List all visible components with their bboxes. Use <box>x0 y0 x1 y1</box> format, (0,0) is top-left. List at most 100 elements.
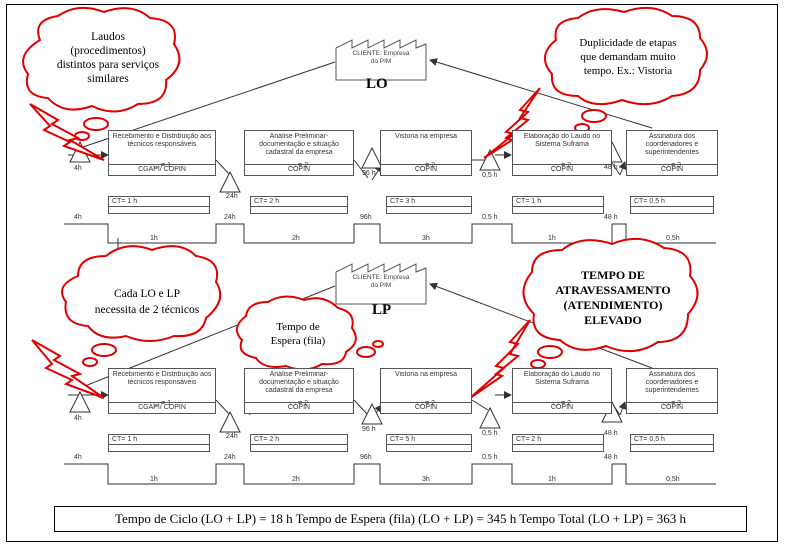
cycle-time-box: CT= 2 h <box>250 434 348 452</box>
inventory-time: 96 h <box>362 426 376 433</box>
operator-count: ◡ = 1 <box>153 162 171 169</box>
operator-icon: ◡ <box>290 400 297 407</box>
process-owner: COPIN <box>381 164 471 175</box>
inventory-time: 0,5 h <box>482 430 498 437</box>
inventory-time: 0,5 h <box>482 172 498 179</box>
cycle-time-box: CT= 1 h <box>108 434 210 452</box>
process-owner: COPIN <box>245 402 353 413</box>
inventory-triangle <box>219 410 241 433</box>
stream-label-lo: LO <box>366 76 388 92</box>
process-box: Vistoria na empresa ◡ = 2 COPIN <box>380 130 472 176</box>
operator-count: ◡ = 2 <box>417 400 435 407</box>
timeline-wait: 4h <box>74 454 82 461</box>
cycle-time-box: CT= 1 h <box>108 196 210 214</box>
lightning-icon <box>29 103 105 161</box>
operator-count: ◡ = 2 <box>553 400 571 407</box>
timeline-process: 3h <box>422 235 430 242</box>
cycle-time-box: CT= 2 h <box>512 434 604 452</box>
process-box: Assinatura dos coordenadores e superinte… <box>626 368 718 414</box>
inventory-time: 48 h <box>604 430 618 437</box>
operator-count: ◡ = 3 <box>663 400 681 407</box>
operator-icon: ◡ <box>417 400 424 407</box>
process-owner: COPIN <box>627 164 717 175</box>
inventory-triangle <box>69 390 91 413</box>
inventory-time: 96 h <box>362 170 376 177</box>
timeline-wait: 96h <box>360 454 372 461</box>
operator-count: ◡ = 2 <box>290 162 308 169</box>
cycle-time-box: CT= 0,5 h <box>630 196 714 214</box>
inventory-triangle <box>361 402 383 425</box>
operator-icon: ◡ <box>153 400 160 407</box>
process-owner: COPIN <box>627 402 717 413</box>
process-title: Recebimento e Distribuição aos técnicos … <box>112 133 212 148</box>
inventory-time: 4h <box>74 415 82 422</box>
lightning-icon <box>483 87 541 159</box>
timeline-wait: 48 h <box>604 214 618 221</box>
operator-count: ◡ = 2 <box>417 162 435 169</box>
customer-arrow-top <box>429 58 653 129</box>
inventory-triangle <box>361 146 383 169</box>
diagram-frame <box>6 4 778 542</box>
operator-icon: ◡ <box>663 162 670 169</box>
process-box: Elaboração do Laudo no Sistema Suframa ◡… <box>512 130 612 176</box>
customer-factory-icon-bottom <box>335 263 427 305</box>
process-box: Análise Preliminar- documentação e situa… <box>244 130 354 176</box>
timeline-wait: 24h <box>224 454 236 461</box>
process-title: Assinatura dos coordenadores e superinte… <box>645 371 699 394</box>
process-title: Assinatura dos coordenadores e superinte… <box>645 133 699 156</box>
process-owner: CGAPI/ COPIN <box>109 164 215 175</box>
timeline-top <box>64 223 716 244</box>
timeline-bottom <box>64 463 716 485</box>
timeline-process: 1h <box>150 235 158 242</box>
process-owner: COPIN <box>245 164 353 175</box>
customer-factory-icon-top <box>335 39 427 81</box>
inventory-triangle <box>479 406 501 429</box>
timeline-wait: 24h <box>224 214 236 221</box>
timeline-wait: 96h <box>360 214 372 221</box>
process-box: Recebimento e Distribuição aos técnicos … <box>108 130 216 176</box>
inventory-triangle <box>219 170 241 193</box>
process-title: Recebimento e Distribuição aos técnicos … <box>112 371 212 386</box>
inventory-time: 48 h <box>604 164 618 171</box>
cycle-time-box: CT= 0,5 h <box>630 434 714 452</box>
timeline-wait: 4h <box>74 214 82 221</box>
process-owner: COPIN <box>513 164 611 175</box>
process-owner: CGAPI/ COPIN <box>109 402 215 413</box>
operator-icon: ◡ <box>290 162 297 169</box>
cloud-shapes <box>22 6 708 371</box>
operator-count: ◡ = 3 <box>663 162 681 169</box>
process-box: Análise Preliminar- documentação e situa… <box>244 368 354 414</box>
cloud-atraves <box>522 237 699 353</box>
process-owner: COPIN <box>381 402 471 413</box>
process-title: Análise Preliminar- documentação e situa… <box>259 133 339 156</box>
cycle-time-box: CT= 1 h <box>512 196 604 214</box>
cycle-time-box: CT= 5 h <box>386 434 472 452</box>
process-title: Análise Preliminar- documentação e situa… <box>259 371 339 394</box>
timeline-process: 0,5h <box>666 476 680 483</box>
process-box: Assinatura dos coordenadores e superinte… <box>626 130 718 176</box>
cloud-text-laudos: Laudos(procedimentos)distintos para serv… <box>56 31 160 85</box>
process-owner: COPIN <box>513 402 611 413</box>
stream-label-lp: LP <box>372 302 392 318</box>
timeline-process: 1h <box>548 476 556 483</box>
operator-count: ◡ = 2 <box>290 400 308 407</box>
inventory-time: 24h <box>226 433 238 440</box>
operator-icon: ◡ <box>663 400 670 407</box>
process-title: Elaboração do Laudo no Sistema Suframa <box>523 371 601 386</box>
operator-icon: ◡ <box>553 400 560 407</box>
process-box: Recebimento e Distribuição aos técnicos … <box>108 368 216 414</box>
process-box: Vistoria na empresa ◡ = 2 COPIN <box>380 368 472 414</box>
operator-icon: ◡ <box>553 162 560 169</box>
timeline-wait: 48 h <box>604 454 618 461</box>
inventory-time: 24h <box>226 193 238 200</box>
timeline-process: 3h <box>422 476 430 483</box>
cloud-espera <box>235 295 357 371</box>
timeline-process: 0,5h <box>666 235 680 242</box>
lightning-bolts <box>29 87 541 399</box>
